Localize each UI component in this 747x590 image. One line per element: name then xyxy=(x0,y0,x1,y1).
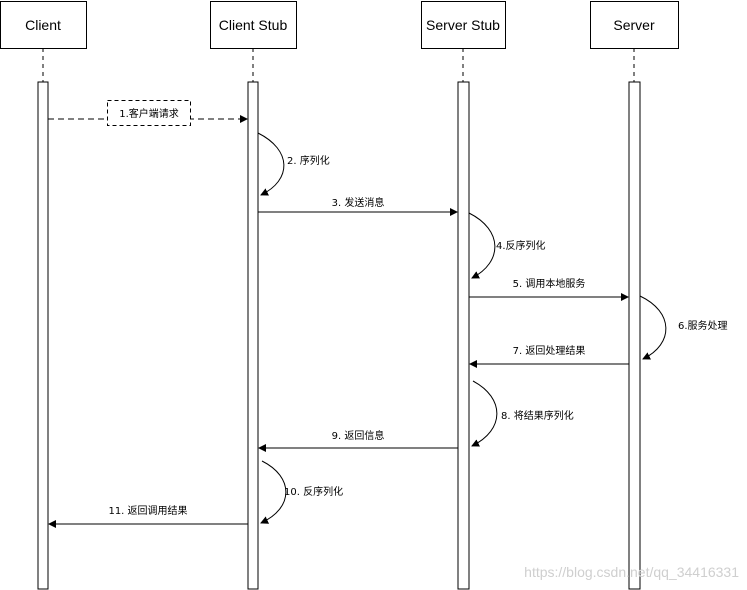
message-6: 6.服务处理 xyxy=(639,295,728,360)
message-5: 5. 调用本地服务 xyxy=(469,277,629,301)
message-7: 7. 返回处理结果 xyxy=(469,344,629,368)
message-4: 4.反序列化 xyxy=(468,212,546,279)
message-10-label: 10. 反序列化 xyxy=(284,485,343,498)
message-8-label: 8. 将结果序列化 xyxy=(501,409,574,422)
message-8-arrow xyxy=(471,380,498,447)
participant-server-activation xyxy=(628,81,641,590)
message-11: 11. 返回调用结果 xyxy=(48,504,248,528)
message-8: 8. 将结果序列化 xyxy=(471,380,574,447)
message-2-arrow xyxy=(257,132,285,196)
message-5-label: 5. 调用本地服务 xyxy=(513,277,586,290)
participant-server-stub-activation xyxy=(457,81,470,590)
message-11-label: 11. 返回调用结果 xyxy=(108,504,187,517)
participant-client-activation xyxy=(37,81,49,590)
message-6-arrow xyxy=(639,295,667,360)
message-10-arrow xyxy=(260,460,287,524)
message-9: 9. 返回信息 xyxy=(258,429,458,452)
message-3: 3. 发送消息 xyxy=(258,196,458,216)
message-9-label: 9. 返回信息 xyxy=(332,429,385,442)
message-4-arrow xyxy=(468,212,496,279)
participant-client-box xyxy=(0,1,87,49)
participant-client: Client xyxy=(0,1,87,590)
participant-client-stub: Client Stub xyxy=(210,1,297,590)
watermark: https://blog.csdn.net/qq_34416331 xyxy=(524,564,739,580)
participant-server-box xyxy=(590,1,679,49)
message-1-label: 1.客户端请求 xyxy=(119,107,179,120)
message-3-label: 3. 发送消息 xyxy=(332,196,385,209)
participant-server-stub: Server Stub xyxy=(421,1,506,590)
message-4-label: 4.反序列化 xyxy=(496,239,546,252)
message-2-label: 2. 序列化 xyxy=(287,154,330,167)
participant-client-stub-activation xyxy=(247,81,259,590)
participant-client-label: Client xyxy=(25,17,61,33)
participant-server-label: Server xyxy=(613,17,655,33)
participant-server: Server xyxy=(590,1,679,590)
message-10: 10. 反序列化 xyxy=(260,460,343,524)
participant-client-stub-box xyxy=(210,1,297,49)
message-1-label-box xyxy=(107,100,191,126)
participant-server-stub-label: Server Stub xyxy=(426,17,500,33)
message-7-label: 7. 返回处理结果 xyxy=(513,344,586,357)
message-2: 2. 序列化 xyxy=(257,132,330,196)
message-1: 1.客户端请求 xyxy=(48,100,248,126)
message-6-label: 6.服务处理 xyxy=(678,319,728,332)
participant-client-stub-label: Client Stub xyxy=(219,17,288,33)
